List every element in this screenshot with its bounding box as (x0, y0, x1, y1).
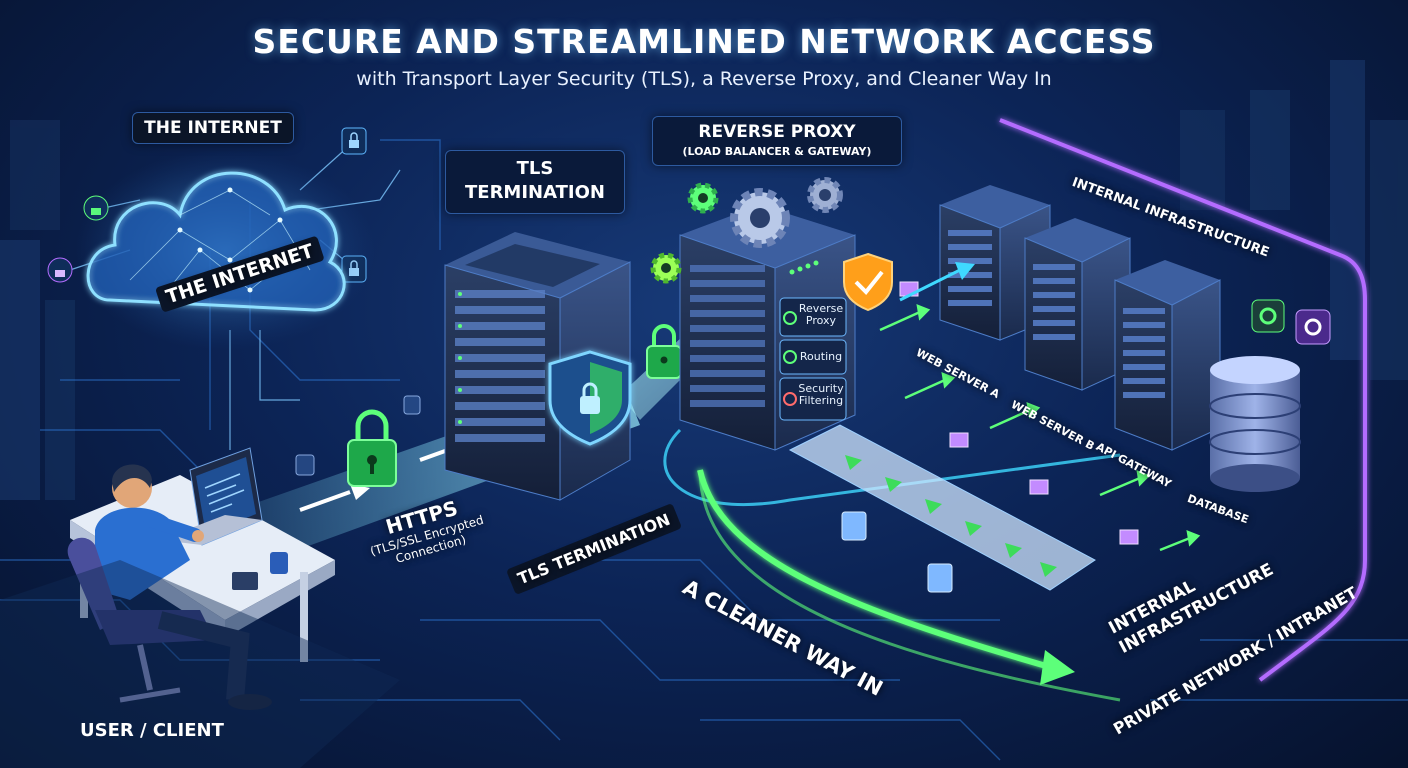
cleaner-way-path (663, 424, 1121, 685)
page-subtitle: with Transport Layer Security (TLS), a R… (356, 68, 1052, 90)
shield-icon (548, 350, 632, 446)
gear-icon (687, 182, 719, 214)
arrow-icon (899, 262, 975, 302)
tls-tag: TLS TERMINATION (445, 150, 625, 214)
shield-icon (843, 252, 893, 312)
lock-icon (646, 324, 682, 379)
proxy-tag: REVERSE PROXY (LOAD BALANCER & GATEWAY) (652, 116, 902, 166)
background-skyline (0, 60, 1408, 500)
internet-tag-label: THE INTERNET (144, 118, 282, 138)
tls-tag-line2: TERMINATION (465, 182, 605, 203)
arrow-icon (879, 304, 1201, 552)
page-title: SECURE AND STREAMLINED NETWORK ACCESS (252, 22, 1156, 61)
gear-icon (650, 252, 682, 284)
document-icon (841, 511, 953, 593)
proxy-server (679, 205, 856, 451)
proxy-tag-line2: (LOAD BALANCER & GATEWAY) (682, 145, 872, 158)
lock-icon (295, 395, 421, 476)
gear-icon (807, 177, 843, 213)
user-client-label: USER / CLIENT (80, 720, 224, 741)
proxy-tag-line1: REVERSE PROXY (698, 122, 856, 142)
proxy-panel-security: Security Filtering (798, 382, 844, 407)
server-icon (1024, 218, 1131, 391)
proxy-panel-routing: Routing (799, 350, 843, 363)
lock-icon (341, 127, 367, 155)
database-icon (1209, 356, 1301, 492)
gear-icon (730, 188, 790, 248)
user-icon (67, 447, 335, 710)
server-icon (1114, 260, 1221, 451)
internet-tag: THE INTERNET (132, 112, 294, 144)
tls-tag-line1: TLS (516, 158, 554, 179)
tls-server (444, 232, 631, 501)
user-platform (0, 560, 400, 768)
lock-icon (347, 409, 397, 487)
proxy-panel-reverse-proxy: Reverse Proxy (798, 302, 844, 327)
cloud-icon (75, 150, 375, 350)
lock-icon (47, 257, 73, 283)
settings-icon (1251, 299, 1331, 345)
